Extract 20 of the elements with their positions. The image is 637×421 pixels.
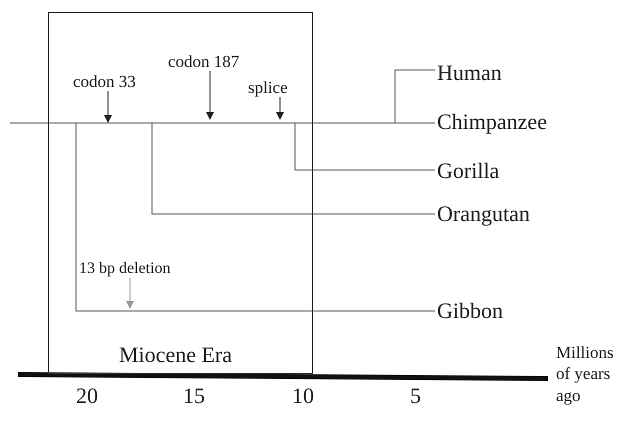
species-label: Orangutan — [437, 203, 530, 225]
species-label: Chimpanzee — [437, 111, 547, 133]
era-box — [48, 12, 313, 374]
tick-label: 20 — [76, 385, 98, 407]
tick-label: 10 — [292, 385, 314, 407]
arrow — [126, 278, 134, 309]
species-label: Gibbon — [437, 300, 503, 322]
arrow — [276, 96, 284, 120]
mutation-label: splice — [248, 79, 288, 96]
species-label: Gorilla — [437, 160, 500, 182]
mutation-label: codon 187 — [168, 53, 240, 70]
mutation-label: codon 33 — [73, 73, 136, 90]
arrow — [104, 90, 112, 123]
axis-title: Millions of years ago — [556, 342, 615, 406]
arrow — [206, 70, 214, 120]
species-label: Human — [437, 62, 502, 84]
era-title: Miocene Era — [119, 344, 232, 366]
tick-label: 15 — [183, 385, 205, 407]
tick-label: 5 — [410, 385, 421, 407]
mutation-label: 13 bp deletion — [79, 261, 171, 277]
